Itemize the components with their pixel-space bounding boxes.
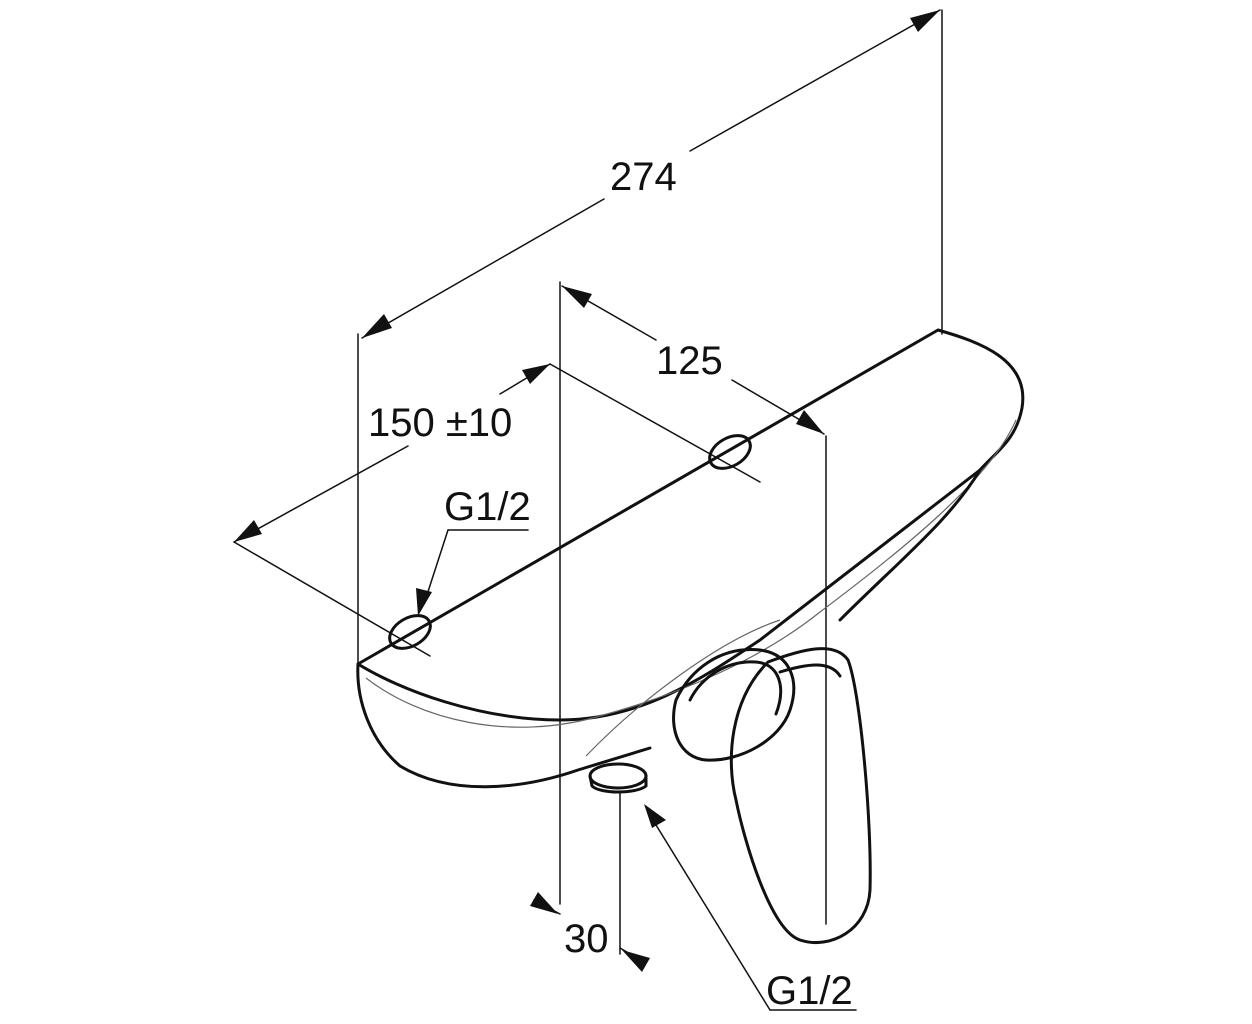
handle-base-inner: [688, 660, 783, 716]
extension-lines: [233, 9, 943, 955]
label-outlet-offset: 30: [564, 917, 609, 961]
arrow-125-left: [562, 286, 592, 308]
mixer-underside-curve: [585, 619, 781, 757]
arrow-30-left: [530, 892, 558, 914]
label-inlet-thread: G1/2: [444, 485, 531, 529]
arrow-g12-outlet: [644, 804, 666, 828]
extension-line-inlet-axis: [549, 363, 761, 483]
label-overall-length: 274: [610, 155, 677, 199]
arrow-g12-inlet: [416, 588, 432, 616]
extension-line-inlet-left: [233, 541, 431, 657]
arrow-274-left: [362, 314, 392, 338]
dimension-lines: [233, 9, 941, 1011]
mixer-top-face: [356, 328, 1025, 722]
arrow-125-right: [796, 410, 824, 434]
mixer-body: [356, 328, 1025, 945]
label-inlet-spacing: 150 ±10: [368, 401, 512, 445]
mixer-right-edge: [838, 468, 982, 622]
arrow-274-right: [910, 10, 940, 32]
lever-handle: [729, 647, 872, 945]
mixer-front-edge: [365, 419, 1017, 728]
inlet-eccentric-right: [708, 434, 752, 470]
handle-base: [672, 648, 796, 762]
lever-handle-inner: [778, 663, 842, 678]
arrow-150-left: [234, 520, 262, 542]
dimension-line-274-a: [361, 198, 605, 339]
dimension-labels: 274 125 150 ±10 G1/2 30 G1/2: [368, 155, 853, 1013]
outlet-connection: [588, 762, 648, 790]
outlet-neck: [588, 774, 648, 794]
inlet-eccentric-left: [388, 614, 432, 650]
dimension-line-274-b: [689, 9, 941, 152]
dimension-line-150-a: [233, 445, 409, 543]
label-depth: 125: [656, 339, 723, 383]
mixer-front-face: [356, 662, 652, 789]
arrow-150-right: [522, 364, 550, 384]
arrow-30-right: [622, 950, 650, 972]
label-outlet-thread: G1/2: [766, 969, 853, 1013]
leader-g12-outlet: [647, 811, 771, 1011]
